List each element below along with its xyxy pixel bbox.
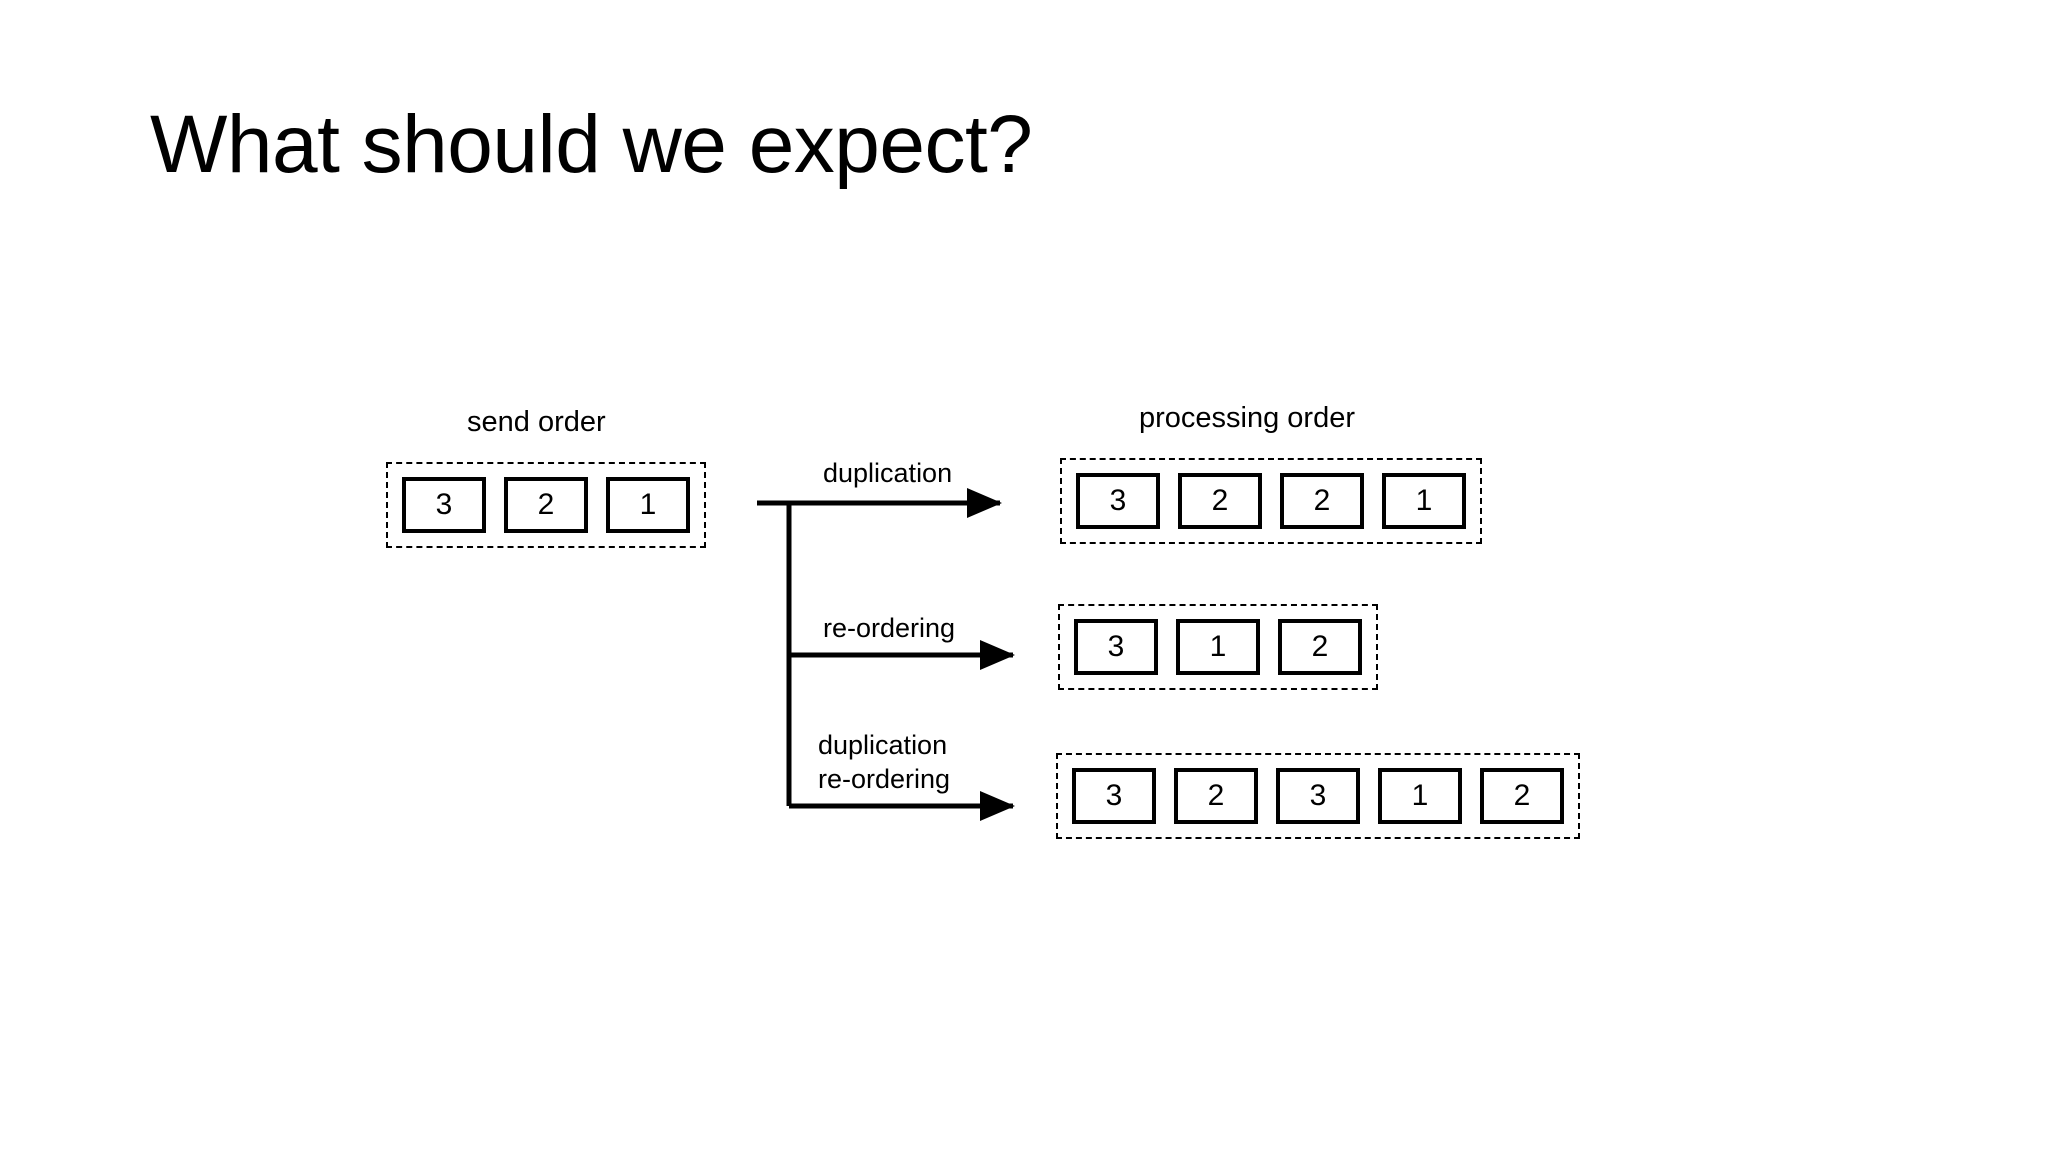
packet: 2 [1280, 473, 1364, 529]
packet: 2 [1174, 768, 1258, 824]
packet: 2 [1278, 619, 1362, 675]
arrow-label-duplication-reordering: duplication re-ordering [818, 730, 951, 795]
processing-order-label: processing order [1139, 402, 1355, 434]
send-order-group: 3 2 1 [386, 462, 706, 548]
arrow-label-duplication: duplication [823, 458, 953, 488]
packet: 1 [1378, 768, 1462, 824]
packet: 1 [1382, 473, 1466, 529]
packet: 1 [606, 477, 690, 533]
processing-order-group-reordering: 3 1 2 [1058, 604, 1378, 690]
processing-order-group-duplication-reordering: 3 2 3 1 2 [1056, 753, 1580, 839]
processing-order-group-duplication: 3 2 2 1 [1060, 458, 1482, 544]
packet: 3 [1276, 768, 1360, 824]
packet: 2 [504, 477, 588, 533]
page-title: What should we expect? [150, 99, 1033, 190]
send-order-label: send order [467, 406, 606, 438]
packet: 3 [1074, 619, 1158, 675]
packet: 3 [1072, 768, 1156, 824]
arrow-label-reordering: re-ordering [823, 613, 956, 643]
packet: 1 [1176, 619, 1260, 675]
packet: 3 [402, 477, 486, 533]
packet: 3 [1076, 473, 1160, 529]
packet: 2 [1480, 768, 1564, 824]
packet: 2 [1178, 473, 1262, 529]
